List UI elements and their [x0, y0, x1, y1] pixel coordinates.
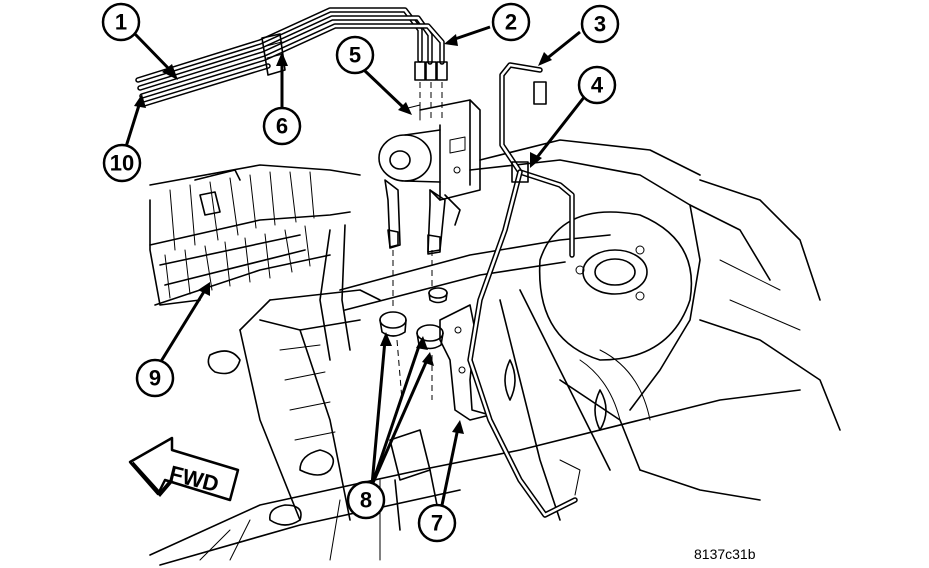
svg-text:3: 3	[594, 12, 606, 37]
callout-10: 10	[102, 143, 142, 183]
callout-9: 9	[135, 358, 175, 398]
callout-7: 7	[417, 503, 457, 543]
svg-text:7: 7	[431, 511, 443, 536]
svg-text:5: 5	[349, 43, 361, 68]
leader-arrowheads	[134, 34, 552, 434]
svg-text:8: 8	[360, 488, 372, 513]
radiator-support	[149, 164, 361, 306]
isolator-grommets	[379, 250, 448, 401]
vehicle-frame-linework	[149, 224, 801, 566]
svg-text:9: 9	[149, 366, 161, 391]
brake-tubes-right	[467, 62, 581, 518]
svg-text:10: 10	[110, 151, 134, 176]
callout-1: 1	[101, 2, 141, 42]
abs-hydraulic-control-unit	[378, 99, 481, 255]
forward-direction-arrow: FWD	[128, 436, 240, 502]
svg-text:6: 6	[276, 114, 288, 139]
brake-tubes-left	[135, 7, 448, 120]
svg-text:2: 2	[505, 10, 517, 35]
svg-text:1: 1	[115, 10, 127, 35]
wheel-well-strut-tower	[469, 139, 841, 521]
callout-4: 4	[577, 65, 617, 105]
callout-2: 2	[491, 2, 531, 42]
callout-leaders	[123, 25, 587, 511]
callout-5: 5	[335, 35, 375, 75]
svg-text:4: 4	[591, 73, 604, 98]
figure-id: 8137c31b	[694, 546, 756, 562]
callout-8: 8	[346, 480, 386, 520]
callout-6: 6	[262, 106, 302, 146]
callout-3: 3	[580, 4, 620, 44]
